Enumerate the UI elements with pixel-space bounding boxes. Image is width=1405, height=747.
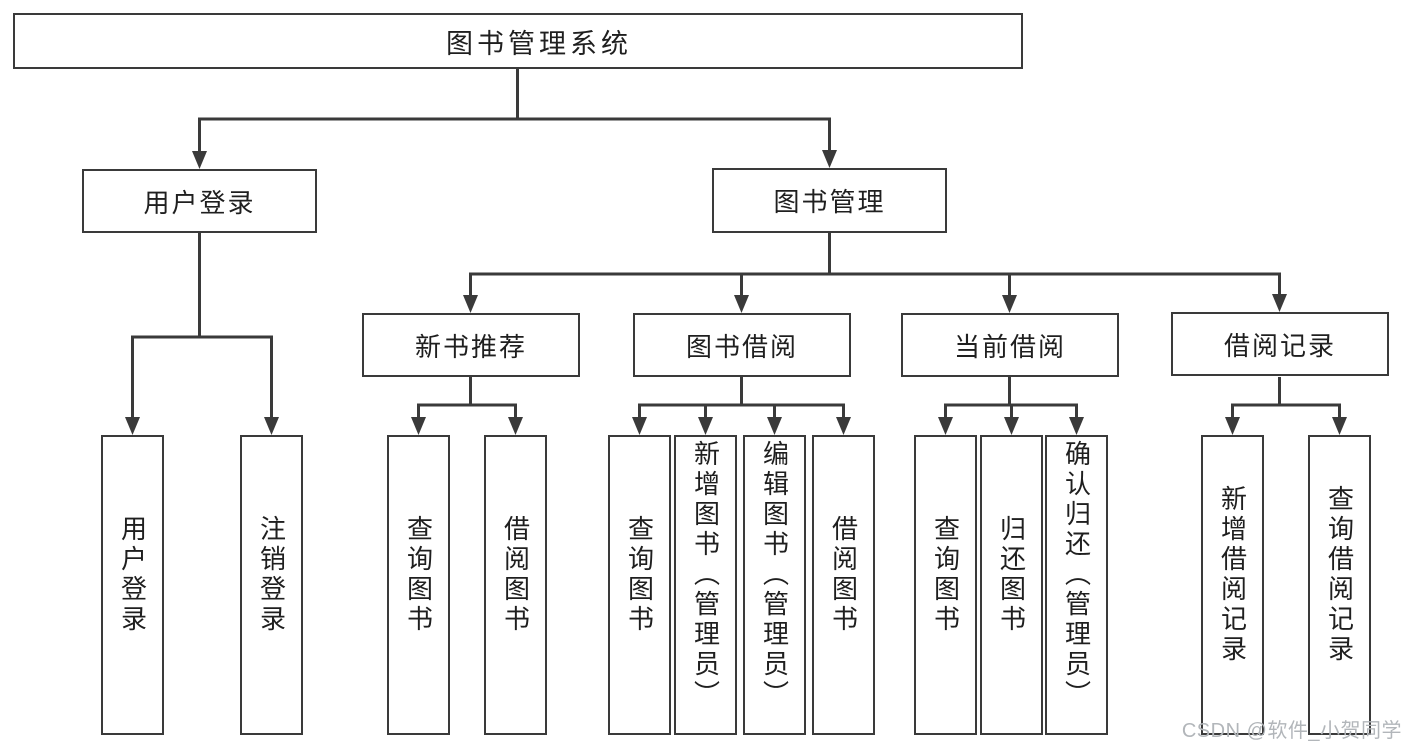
connector-user-login-to-leaves <box>131 233 273 420</box>
leaf-query-books-borrowing: 查询图书 <box>608 435 671 735</box>
node-label: 当前借阅 <box>953 331 1066 362</box>
leaf-label: 确认归还（管理员） <box>1061 440 1092 710</box>
node-label: 新书推荐 <box>414 331 527 362</box>
leaf-label: 查询图书 <box>930 515 961 635</box>
leaf-return-book: 归还图书 <box>980 435 1043 735</box>
leaf-label: 借阅图书 <box>828 515 859 635</box>
leaf-label: 查询图书 <box>403 515 434 635</box>
leaf-label: 新增借阅记录 <box>1217 485 1248 665</box>
leaf-user-login: 用户登录 <box>101 435 164 735</box>
node-label: 图书管理 <box>773 187 886 217</box>
node-book-management-system: 图书管理系统 <box>13 13 1023 69</box>
connector-borrow-record-to-leaves <box>1231 377 1341 420</box>
leaf-query-borrow-record: 查询借阅记录 <box>1308 435 1371 735</box>
leaf-add-book-admin: 新增图书（管理员） <box>674 435 737 735</box>
node-current-borrowing: 当前借阅 <box>901 313 1119 377</box>
connector-root-to-level2 <box>198 69 831 153</box>
leaf-borrow-books-recommend: 借阅图书 <box>484 435 547 735</box>
connector-new-book-to-leaves <box>417 377 517 420</box>
leaf-label: 查询借阅记录 <box>1324 485 1355 665</box>
node-label: 图书管理系统 <box>446 28 632 59</box>
leaf-label: 归还图书 <box>996 515 1027 635</box>
connector-book-mgmt-to-sections <box>469 233 1281 298</box>
node-borrow-records: 借阅记录 <box>1171 312 1389 376</box>
leaf-logout: 注销登录 <box>240 435 303 735</box>
leaf-add-borrow-record: 新增借阅记录 <box>1201 435 1264 735</box>
leaf-query-books-recommend: 查询图书 <box>387 435 450 735</box>
leaf-label: 用户登录 <box>117 515 148 635</box>
leaf-label: 新增图书（管理员） <box>690 440 721 710</box>
node-label: 用户登录 <box>143 187 256 218</box>
leaf-label: 编辑图书（管理员） <box>759 440 790 710</box>
connector-current-borrow-to-leaves <box>944 377 1078 420</box>
node-user-login: 用户登录 <box>82 169 317 233</box>
leaf-label: 借阅图书 <box>500 515 531 635</box>
leaf-label: 查询图书 <box>624 515 655 635</box>
leaf-edit-book-admin: 编辑图书（管理员） <box>743 435 806 735</box>
node-book-borrowing: 图书借阅 <box>633 313 851 377</box>
node-label: 图书借阅 <box>685 331 798 362</box>
node-book-management: 图书管理 <box>712 168 947 233</box>
node-label: 借阅记录 <box>1223 330 1336 361</box>
leaf-query-books-current: 查询图书 <box>914 435 977 735</box>
leaf-label: 注销登录 <box>256 515 287 635</box>
node-new-book-recommend: 新书推荐 <box>362 313 580 377</box>
connector-book-borrow-to-leaves <box>638 377 845 420</box>
leaf-confirm-return-admin: 确认归还（管理员） <box>1045 435 1108 735</box>
csdn-watermark: CSDN @软件_小贺同学 <box>1181 720 1402 742</box>
leaf-borrow-books: 借阅图书 <box>812 435 875 735</box>
